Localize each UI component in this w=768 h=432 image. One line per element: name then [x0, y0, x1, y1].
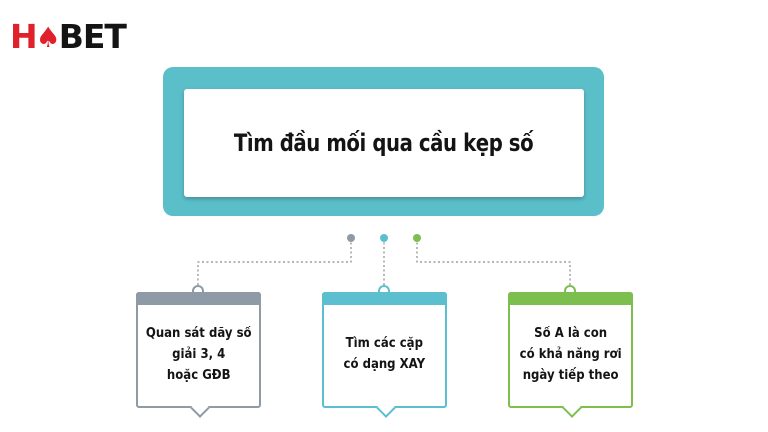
- step-text-3: Số A là con có khả năng rơi ngày tiếp th…: [519, 325, 622, 383]
- step-card-bar: [136, 292, 261, 305]
- connector-line-3: [416, 238, 571, 291]
- step-card-1: Quan sát dãy số giải 3, 4 hoặc GĐB: [136, 292, 261, 418]
- step-text-2: Tìm các cặp có dạng XAY: [343, 336, 426, 372]
- connector-dot-3: [413, 234, 421, 242]
- page-title: Tìm đầu mối qua cầu kẹp số: [234, 129, 534, 157]
- step-card-3: Số A là con có khả năng rơi ngày tiếp th…: [508, 292, 633, 418]
- step-card-bar: [508, 292, 633, 305]
- connector-line-1: [197, 238, 352, 291]
- step-card-2: Tìm các cặp có dạng XAY: [322, 292, 447, 418]
- logo-letter-h: H: [10, 17, 38, 56]
- connector-dot-1: [347, 234, 355, 242]
- logo-text: BET: [58, 17, 127, 56]
- step-card-bar: [322, 292, 447, 305]
- connector-dot-2: [380, 234, 388, 242]
- title-card: Tìm đầu mối qua cầu kẹp số: [184, 89, 584, 197]
- hdbet-logo: H♠BET: [10, 17, 127, 59]
- step-text-1: Quan sát dãy số giải 3, 4 hoặc GĐB: [145, 325, 252, 383]
- spade-icon: ♠: [35, 21, 61, 54]
